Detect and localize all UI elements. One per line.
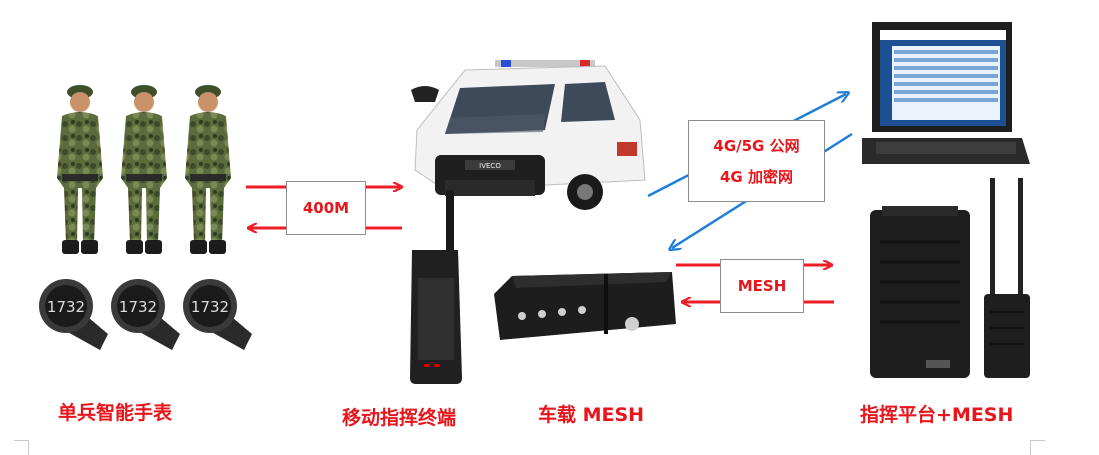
laptop-image bbox=[862, 22, 1030, 164]
soldier-2 bbox=[121, 85, 167, 254]
bandwidth-text: 400M bbox=[302, 199, 350, 217]
corner-mark-left bbox=[14, 440, 29, 455]
mobile-terminal-image bbox=[410, 190, 462, 384]
vehicle-mesh-caption: 车载 MESH bbox=[538, 404, 645, 426]
corner-mark-right bbox=[1030, 440, 1045, 455]
watch-group-caption: 单兵智能手表 bbox=[58, 402, 173, 424]
mesh-label: MESH bbox=[720, 259, 804, 313]
mesh-text: MESH bbox=[737, 277, 787, 295]
soldier-1 bbox=[57, 85, 103, 254]
soldier-3 bbox=[185, 85, 231, 254]
network-line-1: 4G/5G 公网 bbox=[713, 137, 800, 155]
watch-display-2: 1732 bbox=[119, 298, 157, 316]
network-label: 4G/5G 公网 4G 加密网 bbox=[688, 120, 825, 202]
smartwatch-group: 1732 1732 1732 bbox=[30, 272, 252, 362]
smartwatch-icon: 1732 bbox=[39, 279, 108, 350]
smartwatch-icon: 1732 bbox=[111, 279, 180, 350]
network-line-2: 4G 加密网 bbox=[720, 168, 793, 186]
mobile-terminal-caption: 移动指挥终端 bbox=[342, 407, 457, 429]
vehicle-plate: IVECO bbox=[479, 162, 501, 170]
bandwidth-label: 400M bbox=[286, 181, 366, 235]
soldier-group bbox=[57, 85, 231, 254]
smartwatch-icon: 1732 bbox=[183, 279, 252, 350]
command-platform-caption: 指挥平台+MESH bbox=[860, 404, 1014, 426]
watch-display-3: 1732 bbox=[191, 298, 229, 316]
watch-display-1: 1732 bbox=[47, 298, 85, 316]
command-platform-image bbox=[870, 178, 1030, 378]
vehicle-mesh-device-image bbox=[494, 272, 676, 340]
command-van-image: IVECO bbox=[411, 60, 646, 210]
